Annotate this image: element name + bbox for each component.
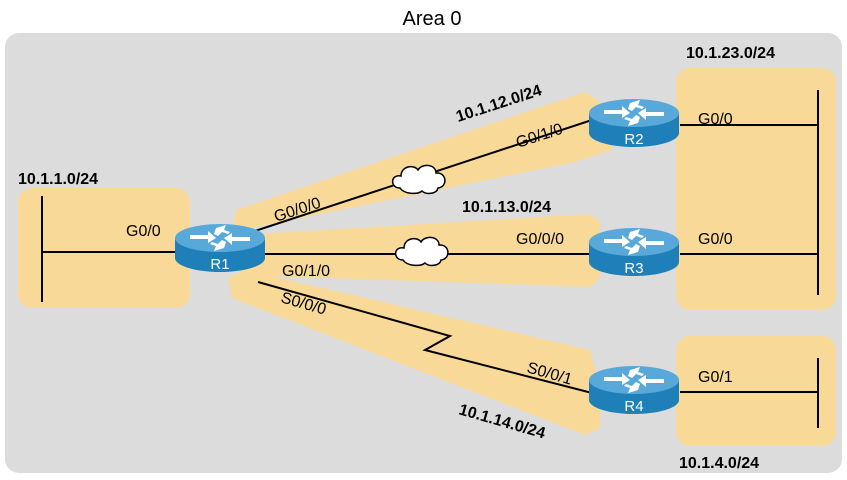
router-name: R3 (624, 260, 643, 277)
subnet-highlight-lan-r1 (18, 188, 190, 308)
router-r1[interactable]: R1 (175, 224, 265, 273)
subnet-highlight-r1-r2 (232, 92, 612, 232)
router-name: R4 (624, 398, 643, 415)
serial-link-r1-r4 (257, 281, 597, 395)
router-r2[interactable]: R2 (589, 99, 679, 148)
subnet-highlight-r1-r4 (228, 270, 600, 435)
interface-label-r4-lan: G0/1 (698, 369, 733, 386)
interface-label-r3-lan: G0/0 (698, 231, 733, 248)
interface-label-r1-lan: G0/0 (126, 223, 161, 240)
router-r3[interactable]: R3 (589, 228, 679, 277)
subnet-highlight-lan-r2-r3 (676, 68, 836, 310)
area-title: Area 0 (403, 8, 462, 30)
subnet-label-lan-r1: 10.1.1.0/24 (18, 171, 98, 188)
interface-label-r1-to-r3: G0/1/0 (282, 263, 330, 280)
subnet-label-lan-r4: 10.1.4.0/24 (679, 455, 759, 472)
interface-label-r2-lan: G0/0 (698, 111, 733, 128)
subnet-label-r1-r3: 10.1.13.0/24 (462, 199, 551, 216)
subnet-label-lan-r2-r3: 10.1.23.0/24 (686, 45, 775, 62)
router-name: R1 (210, 256, 229, 273)
interface-label-r3-to-r1: G0/0/0 (516, 231, 564, 248)
router-name: R2 (624, 131, 643, 148)
router-r4[interactable]: R4 (589, 366, 679, 415)
